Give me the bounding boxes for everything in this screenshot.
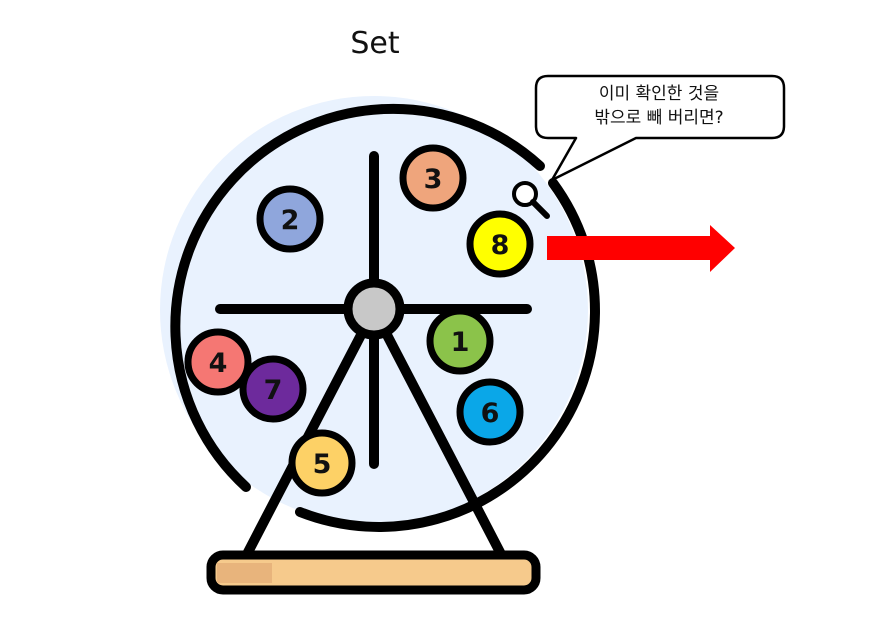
ball-3: 3 — [399, 144, 467, 212]
balls-layer: 2 3 8 1 6 4 7 5 — [184, 144, 534, 497]
speech-bubble — [534, 74, 786, 182]
ball-circle — [399, 144, 467, 212]
stand-right-leg — [369, 305, 507, 561]
magnifier-icon — [512, 181, 550, 219]
speech-bubble-text: 이미 확인한 것을 밖으로 빼 버리면? — [538, 82, 780, 130]
ball-7: 7 — [239, 355, 307, 423]
speech-bubble-line-1: 이미 확인한 것을 — [598, 84, 720, 104]
stand-base — [206, 550, 541, 595]
stand-base-shade — [217, 563, 272, 583]
ball-number: 8 — [491, 230, 510, 261]
ball-circle — [239, 355, 307, 423]
ball-circle — [288, 429, 356, 497]
ball-number: 5 — [313, 449, 332, 480]
page-title: Set — [350, 26, 400, 61]
ball-1: 1 — [426, 307, 494, 375]
ball-2: 2 — [256, 185, 324, 253]
hub — [343, 278, 405, 340]
ball-number: 6 — [481, 398, 500, 429]
ball-8: 8 — [466, 210, 534, 278]
right-arrow-icon — [547, 225, 735, 272]
ball-number: 7 — [264, 375, 283, 406]
ball-5: 5 — [288, 429, 356, 497]
ball-number: 4 — [209, 348, 228, 379]
ball-circle — [256, 185, 324, 253]
drum-rim — [170, 103, 545, 492]
speech-bubble-line-2: 밖으로 빼 버리면? — [594, 108, 724, 128]
ball-circle — [456, 378, 524, 446]
ball-circle — [466, 210, 534, 278]
ball-number: 3 — [424, 164, 443, 195]
ball-number: 2 — [281, 205, 300, 236]
ball-number: 1 — [451, 327, 470, 358]
ball-circle — [426, 307, 494, 375]
ball-6: 6 — [456, 378, 524, 446]
ball-circle — [184, 328, 252, 396]
ball-4: 4 — [184, 328, 252, 396]
